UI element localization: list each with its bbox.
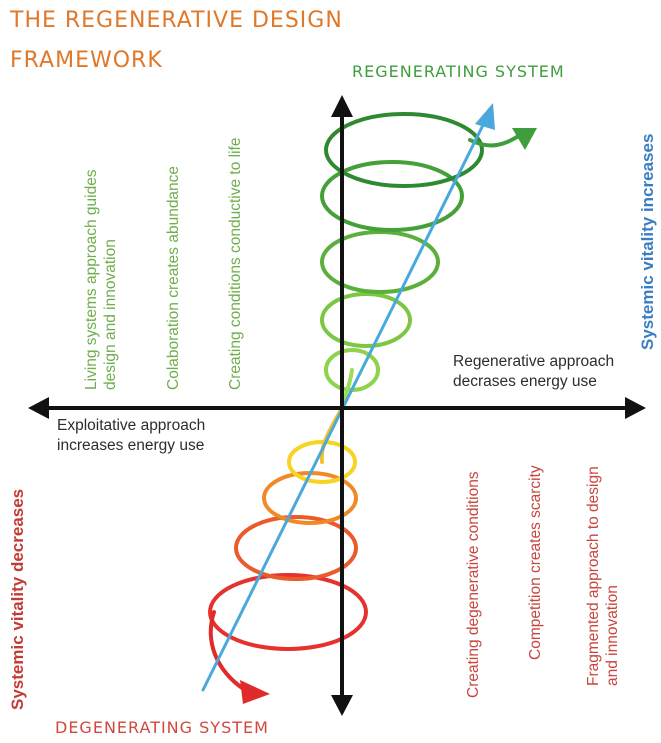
spiral-loop-1 <box>208 573 368 651</box>
statement-degenerative-conditions-line-1: Creating degenerative conditions <box>465 471 482 698</box>
spiral-loop-4 <box>287 440 357 484</box>
exploitative-approach-line-1: Exploitative approach <box>57 417 206 434</box>
statement-living-systems-line-2: design and innovation <box>102 239 119 390</box>
spiral-loop-6 <box>320 292 412 348</box>
statement-collaboration-line-1: Colaboration creates abundance <box>165 165 182 390</box>
vitality-increases-label: Systemic vitality increases <box>638 133 657 350</box>
regenerative-approach-line-2: decrases energy use <box>453 373 597 390</box>
spiral-red-arrowhead-icon <box>240 680 270 704</box>
statement-conditions-life: Creating conditions conductive to life <box>226 138 245 390</box>
spiral-tail-3 <box>208 610 247 692</box>
spiral-loop-2 <box>234 515 358 581</box>
vertical-axis-top-arrow-icon <box>331 95 353 117</box>
statement-competition: Competition creates scarcity <box>526 465 545 660</box>
title-line-1: THE REGENERATIVE DESIGN <box>10 8 343 33</box>
statement-living-systems: Living systems approach guides design an… <box>82 169 120 390</box>
spiral-loop-8 <box>320 160 464 232</box>
degenerating-system-label: DEGENERATING SYSTEM <box>55 718 269 737</box>
exploitative-approach-line-2: increases energy use <box>57 437 205 454</box>
horizontal-axis-right-arrow-icon <box>625 397 646 419</box>
regenerative-approach-label: Regenerative approach decrases energy us… <box>453 352 614 392</box>
vertical-axis-bottom-arrow-icon <box>331 695 353 716</box>
spiral-arrow-icon <box>208 112 522 692</box>
statement-fragmented: Fragmented approach to design and innova… <box>584 466 622 686</box>
statement-competition-line-1: Competition creates scarcity <box>527 465 544 660</box>
statement-living-systems-line-1: Living systems approach guides <box>83 169 100 390</box>
spiral-loop-7 <box>320 230 440 294</box>
spiral-green-arrowhead-icon <box>512 128 537 150</box>
horizontal-axis-left-arrow-icon <box>28 397 49 419</box>
statement-fragmented-line-2: and innovation <box>604 585 621 686</box>
trend-line <box>201 113 490 692</box>
statement-conditions-life-line-1: Creating conditions conductive to life <box>227 137 244 390</box>
exploitative-approach-label: Exploitative approach increases energy u… <box>57 416 205 456</box>
title-line-2: FRAMEWORK <box>10 48 163 73</box>
statement-collaboration: Colaboration creates abundance <box>164 166 183 390</box>
vitality-decreases-label: Systemic vitality decreases <box>8 488 27 710</box>
statement-fragmented-line-1: Fragmented approach to design <box>585 466 602 686</box>
statement-degenerative-conditions: Creating degenerative conditions <box>464 471 483 698</box>
spiral-loop-9 <box>324 112 484 188</box>
regenerating-system-label: REGENERATING SYSTEM <box>352 62 565 81</box>
trend-arrowhead-icon <box>475 103 495 130</box>
regenerative-approach-line-1: Regenerative approach <box>453 353 615 370</box>
